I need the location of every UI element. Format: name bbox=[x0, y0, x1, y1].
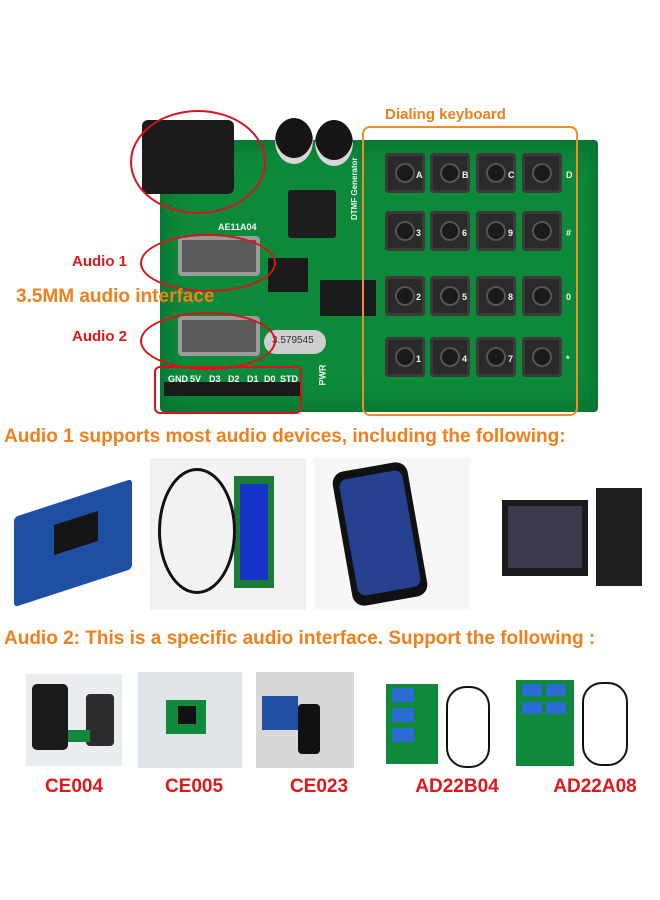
key-label: 5 bbox=[462, 292, 468, 302]
lcd-and-audio-cable-photo bbox=[150, 458, 306, 610]
keypad-key bbox=[385, 337, 425, 377]
ce023-product-photo bbox=[256, 672, 354, 768]
pin-label: GND bbox=[168, 374, 188, 384]
board-id-text: AE11A04 bbox=[218, 222, 257, 232]
key-label: 3 bbox=[416, 228, 422, 238]
section2-heading: Audio 2: This is a specific audio interf… bbox=[4, 628, 596, 649]
ic-chip bbox=[320, 280, 376, 316]
audio1-label: Audio 1 bbox=[72, 253, 127, 270]
keypad-key bbox=[476, 337, 516, 377]
key-label: 2 bbox=[416, 292, 422, 302]
key-label: 4 bbox=[462, 354, 468, 364]
ce004-product-photo bbox=[26, 674, 122, 766]
dtmf-decoder-module-photo bbox=[4, 458, 144, 608]
pin-header bbox=[164, 382, 300, 396]
pin-label: 5V bbox=[190, 374, 202, 384]
product-label: CE004 bbox=[44, 776, 104, 797]
keypad-key bbox=[476, 211, 516, 251]
key-label: 7 bbox=[508, 354, 514, 364]
ce005-product-photo bbox=[138, 672, 242, 768]
ad22a08-product-photo bbox=[512, 676, 630, 770]
keypad-key bbox=[385, 153, 425, 193]
pin-label: D0 bbox=[264, 374, 276, 384]
pin-header-highlight bbox=[154, 366, 302, 414]
board-title-text: DTMF Generator bbox=[350, 157, 359, 220]
keypad-key bbox=[476, 153, 516, 193]
product-label: AD22A08 bbox=[553, 776, 637, 797]
pwr-text: PWR bbox=[317, 364, 328, 386]
keypad-highlight bbox=[362, 126, 578, 416]
audio1-highlight bbox=[140, 234, 276, 292]
key-label: 9 bbox=[508, 228, 514, 238]
product-label: AD22B04 bbox=[415, 776, 499, 797]
audio2-highlight bbox=[140, 312, 276, 370]
audio2-label: Audio 2 bbox=[72, 328, 127, 345]
key-label: 8 bbox=[508, 292, 514, 302]
key-label: * bbox=[566, 354, 570, 364]
crystal-text: 3.579545 bbox=[272, 335, 314, 346]
audio-interface-label: 3.5MM audio interface bbox=[16, 286, 215, 307]
keypad-key bbox=[430, 276, 470, 316]
smartphone-photo bbox=[314, 458, 470, 610]
section1-heading: Audio 1 supports most audio devices, inc… bbox=[4, 426, 566, 447]
pin-label: D2 bbox=[228, 374, 240, 384]
dialing-keyboard-label: Dialing keyboard bbox=[385, 106, 506, 123]
keypad-key bbox=[430, 153, 470, 193]
key-label: B bbox=[462, 170, 469, 180]
voltage-regulator bbox=[288, 190, 336, 238]
capacitor bbox=[315, 120, 353, 166]
pin-label: D1 bbox=[247, 374, 259, 384]
keypad-key bbox=[385, 276, 425, 316]
key-label: 6 bbox=[462, 228, 468, 238]
desktop-computer-photo bbox=[496, 484, 648, 594]
key-label: # bbox=[566, 228, 572, 238]
keypad-key bbox=[476, 276, 516, 316]
ad22b04-product-photo bbox=[382, 680, 492, 770]
keypad-key bbox=[522, 337, 562, 377]
key-label: A bbox=[416, 170, 423, 180]
product-label: CE023 bbox=[289, 776, 349, 797]
keypad-key bbox=[430, 211, 470, 251]
capacitor bbox=[275, 118, 313, 164]
power-jack-highlight bbox=[130, 110, 266, 214]
pin-label: D3 bbox=[209, 374, 221, 384]
keypad-key bbox=[522, 153, 562, 193]
keypad-key bbox=[522, 211, 562, 251]
pin-label: STD bbox=[280, 374, 298, 384]
product-label: CE005 bbox=[164, 776, 224, 797]
keypad-key bbox=[385, 211, 425, 251]
key-label: 1 bbox=[416, 354, 422, 364]
keypad-key bbox=[522, 276, 562, 316]
key-label: C bbox=[508, 170, 515, 180]
key-label: 0 bbox=[566, 292, 572, 302]
keypad-key bbox=[430, 337, 470, 377]
key-label: D bbox=[566, 170, 573, 180]
